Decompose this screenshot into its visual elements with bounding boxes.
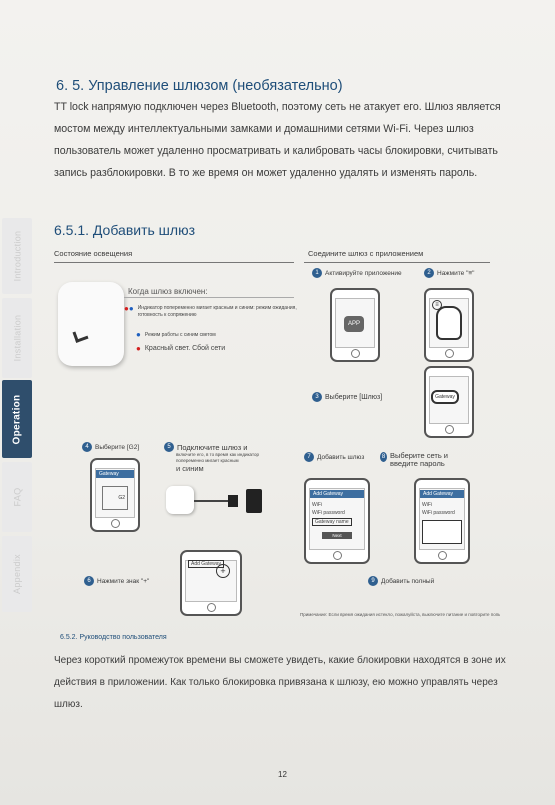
wifi-field: WiFi	[422, 502, 432, 508]
light-when-on: Когда шлюз включен:	[128, 287, 208, 296]
red-dot-icon: ●	[136, 344, 141, 353]
side-tab-introduction[interactable]: Introduction	[2, 218, 32, 294]
user-guide-heading: 6.5.2. Руководство пользователя	[60, 634, 167, 641]
gateway-menu-item: Gateway	[431, 390, 459, 404]
page-number: 12	[278, 770, 287, 779]
divider	[304, 262, 490, 263]
phone-add-gateway: Add Gateway WiFi WiFi password Gateway n…	[304, 478, 370, 564]
g2-item: G2	[102, 486, 128, 510]
light-item-2: ● Режим работы с синим светом	[136, 330, 216, 339]
next-button: Next	[322, 532, 352, 539]
wifi-field: WiFi	[312, 502, 322, 508]
gateway-logo-icon	[72, 328, 89, 343]
hand-pointer-icon	[436, 306, 462, 340]
phone-gateway: Gateway	[424, 366, 474, 438]
red-blue-dots-icon: ●●	[124, 304, 134, 313]
gateway-device-image	[58, 282, 124, 366]
gateway-name-field: Gateway name	[312, 518, 352, 526]
plus-button-icon: +	[216, 564, 230, 578]
side-tab-faq[interactable]: FAQ	[2, 462, 32, 532]
timeout-note: Примечание: Если время ожидания истекло,…	[300, 612, 500, 617]
add-gateway-header: Add Gateway	[420, 490, 464, 498]
wifi-network-list	[422, 520, 462, 544]
divider	[54, 262, 294, 263]
add-gateway-header: Add Gateway	[310, 490, 364, 498]
side-tab-appendix[interactable]: Appendix	[2, 536, 32, 612]
user-guide-paragraph: Через короткий промежуток времени вы смо…	[54, 655, 506, 710]
phone-select-wifi: Add Gateway WiFi WiFi password	[414, 478, 470, 564]
plug-icon	[228, 495, 238, 507]
gateway-power-illustration	[166, 484, 266, 518]
side-tab-installation[interactable]: Installation	[2, 298, 32, 378]
divider	[124, 297, 294, 298]
intro-paragraph: TT lock напрямую подключен через Bluetoo…	[54, 101, 501, 179]
cable-icon	[194, 500, 230, 502]
app-icon: APP	[344, 316, 364, 332]
wifi-password-field: WiFi password	[422, 510, 455, 516]
section-title: 6. 5. Управление шлюзом (необязательно)	[56, 78, 343, 94]
subsection-title: 6.5.1. Добавить шлюз	[54, 222, 195, 238]
gateway-header: Gateway	[96, 470, 134, 478]
connect-heading: Соедините шлюз с приложением	[308, 249, 424, 258]
wifi-password-field: WiFi password	[312, 510, 345, 516]
phone-g2: Gateway G2	[90, 458, 140, 532]
light-item-1: ●● Индикатор попеременно мигает красным …	[124, 304, 297, 319]
light-status-heading: Состояние освещения	[54, 249, 133, 258]
phone-plus: Add Gateway +	[180, 550, 242, 616]
phone-menu: ≡	[424, 288, 474, 362]
side-tab-operation[interactable]: Operation	[2, 380, 32, 458]
light-item-3: ● Красный свет. Сбой сети	[136, 344, 226, 353]
phone-app: APP	[330, 288, 380, 362]
wall-socket-icon	[246, 489, 262, 513]
blue-dot-icon: ●	[136, 330, 141, 339]
